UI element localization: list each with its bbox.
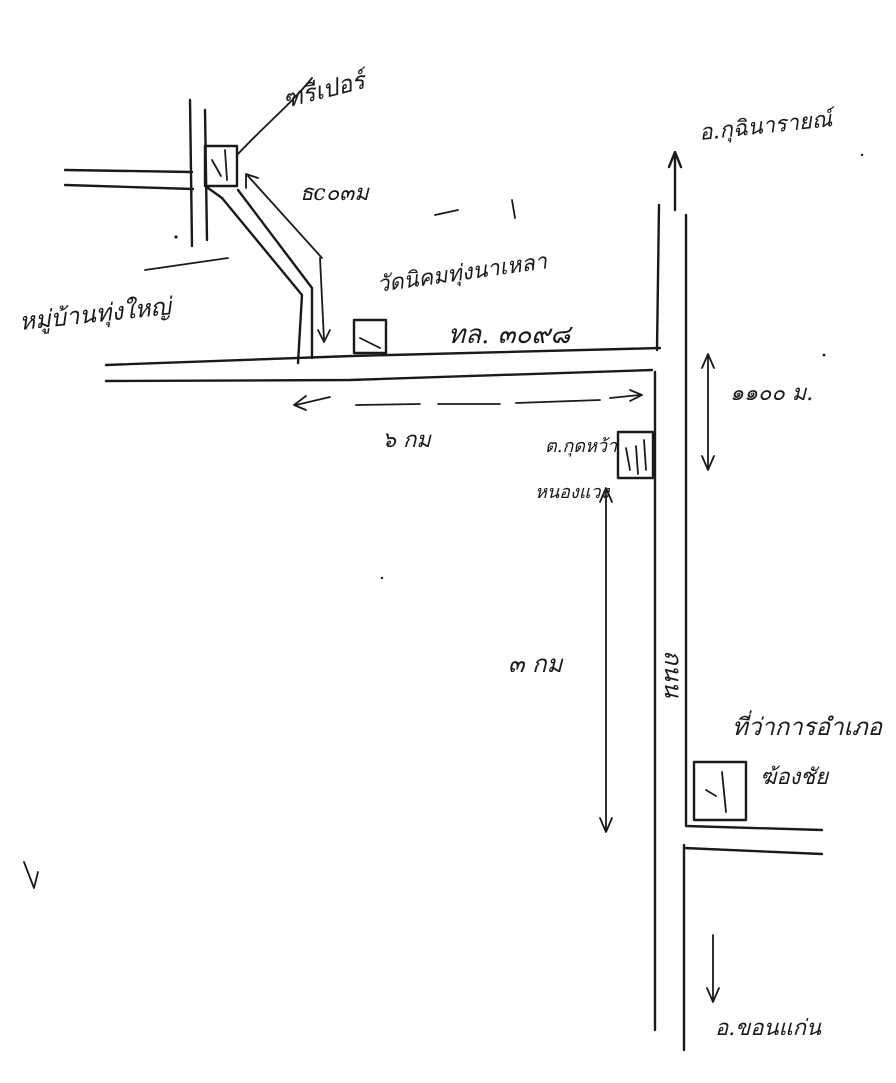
stray-marks (23, 153, 864, 889)
label-dist-mid: ๓ กม (508, 650, 564, 678)
label-junction-sub: หนองแวง (535, 482, 610, 503)
label-highway: ถนน (659, 650, 687, 698)
label-temple: วัดนิคมทุ่งนาเหลา (375, 249, 549, 298)
label-dist-road: ๖ กม (382, 428, 432, 453)
label-dist-east: ๑๑๐๐ ม. (730, 381, 813, 406)
label-office-sub: ฆ้องชัย (760, 765, 830, 790)
label-south-dest: อ.ขอนแก่น (715, 1016, 822, 1041)
shop-marker (203, 144, 239, 188)
distance-arrows (144, 150, 720, 1003)
village-roads (63, 98, 314, 365)
district-office-marker (692, 760, 748, 822)
side-road-east (682, 824, 824, 856)
temple-marker (352, 318, 388, 355)
label-office: ที่ว่าการอำเภอ (732, 710, 884, 741)
label-dist-top: ธc๐๓ม (300, 181, 370, 206)
road-3098 (104, 346, 662, 383)
label-road-no: ทล. ๓๐๙๘ (448, 320, 573, 350)
shop-leader-line (236, 77, 313, 156)
label-junction: ต.กุดหว้า (545, 436, 618, 457)
highway-ns (653, 203, 688, 1052)
label-village: หมู่บ้านทุ่งใหญ่ (18, 292, 175, 337)
label-shop: ฑรีเปอร์ (280, 65, 373, 114)
junction-marker (616, 430, 655, 480)
label-north-dest: อ.กุฉินารายณ์ (698, 106, 838, 146)
